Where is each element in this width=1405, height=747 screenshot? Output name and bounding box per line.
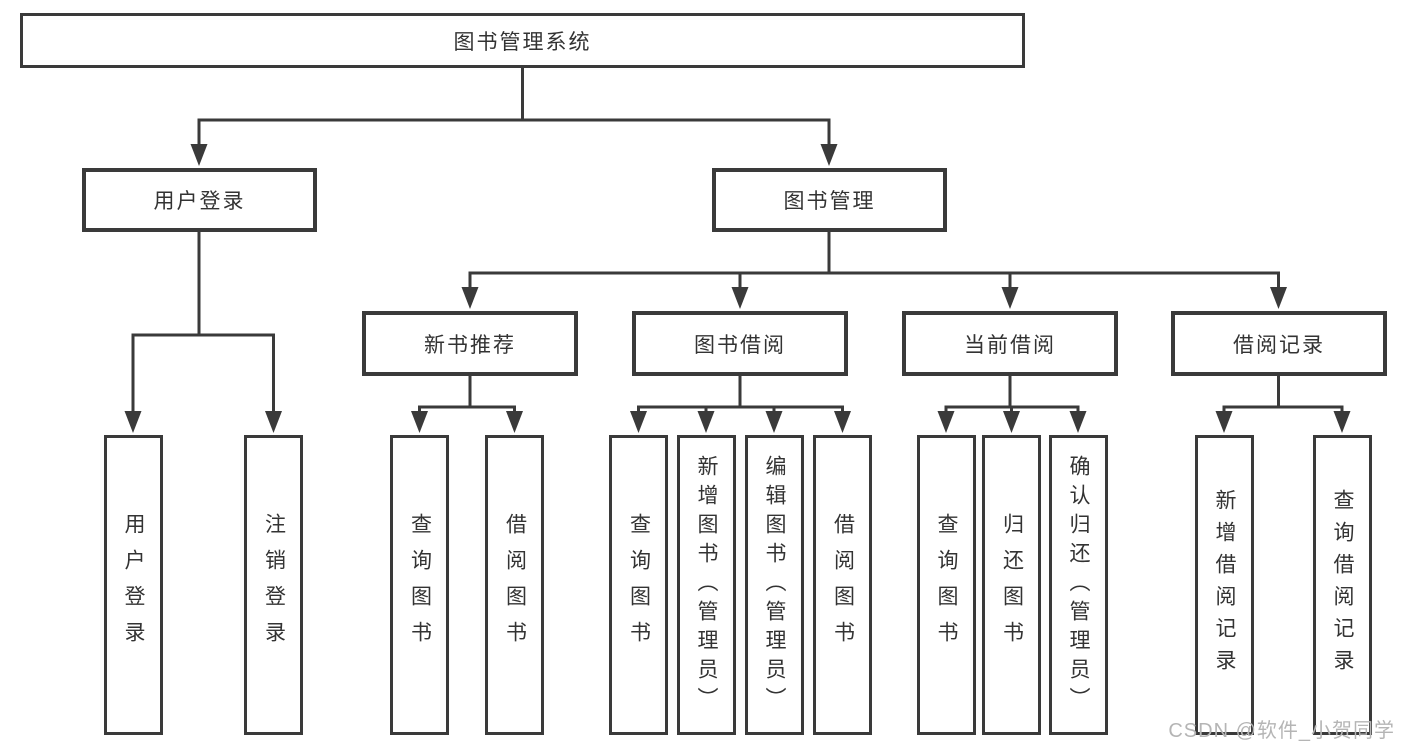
leaf-label: 确认归还（管理员）	[1067, 454, 1090, 716]
leaf-logout: 注销登录	[244, 435, 303, 735]
leaf-user-login: 用户登录	[103, 435, 163, 735]
leaf-query-books-recommend: 查询图书	[390, 435, 449, 735]
leaf-confirm-return-admin: 确认归还（管理员）	[1048, 435, 1108, 735]
leaf-borrow-books-recommend: 借阅图书	[485, 435, 544, 735]
node-label: 图书管理	[783, 190, 876, 213]
leaf-label: 查询图书	[935, 513, 958, 657]
node-label: 图书借阅	[694, 333, 786, 357]
leaf-label: 新增图书（管理员）	[695, 454, 718, 716]
leaf-label: 归还图书	[1000, 513, 1024, 657]
node-label: 新书推荐	[424, 333, 516, 357]
leaf-label: 借阅图书	[503, 513, 527, 657]
node-label: 借阅记录	[1233, 333, 1325, 357]
leaf-query-borrow-record: 查询借阅记录	[1312, 435, 1372, 735]
leaf-label: 查询图书	[627, 513, 651, 657]
leaf-query-books-borrowing: 查询图书	[609, 435, 668, 735]
leaf-label: 新增借阅记录	[1213, 489, 1236, 681]
node-borrowing-records: 借阅记录	[1171, 311, 1387, 376]
csdn-watermark: CSDN @软件_小贺同学	[1168, 720, 1395, 742]
leaf-label: 查询图书	[408, 513, 432, 657]
leaf-label: 查询借阅记录	[1331, 489, 1354, 681]
leaf-edit-book-admin: 编辑图书（管理员）	[744, 435, 804, 735]
leaf-return-books: 归还图书	[982, 435, 1041, 735]
leaf-label: 编辑图书（管理员）	[763, 454, 786, 716]
leaf-borrow-books-borrowing: 借阅图书	[813, 435, 872, 735]
leaf-add-borrow-record: 新增借阅记录	[1194, 435, 1254, 735]
node-new-book-recommend: 新书推荐	[362, 311, 578, 376]
leaf-label: 注销登录	[262, 513, 286, 657]
node-book-borrowing: 图书借阅	[632, 311, 848, 376]
leaf-label: 用户登录	[122, 513, 145, 657]
node-current-borrowing: 当前借阅	[902, 311, 1118, 376]
node-label: 当前借阅	[964, 333, 1056, 357]
node-book-management: 图书管理	[712, 168, 947, 232]
node-label: 用户登录	[153, 190, 246, 213]
node-library-management-system: 图书管理系统	[20, 13, 1025, 68]
leaf-add-book-admin: 新增图书（管理员）	[676, 435, 736, 735]
leaf-query-books-current: 查询图书	[916, 435, 976, 735]
node-user-login: 用户登录	[82, 168, 317, 232]
node-label: 图书管理系统	[453, 30, 592, 54]
leaf-label: 借阅图书	[831, 513, 855, 657]
